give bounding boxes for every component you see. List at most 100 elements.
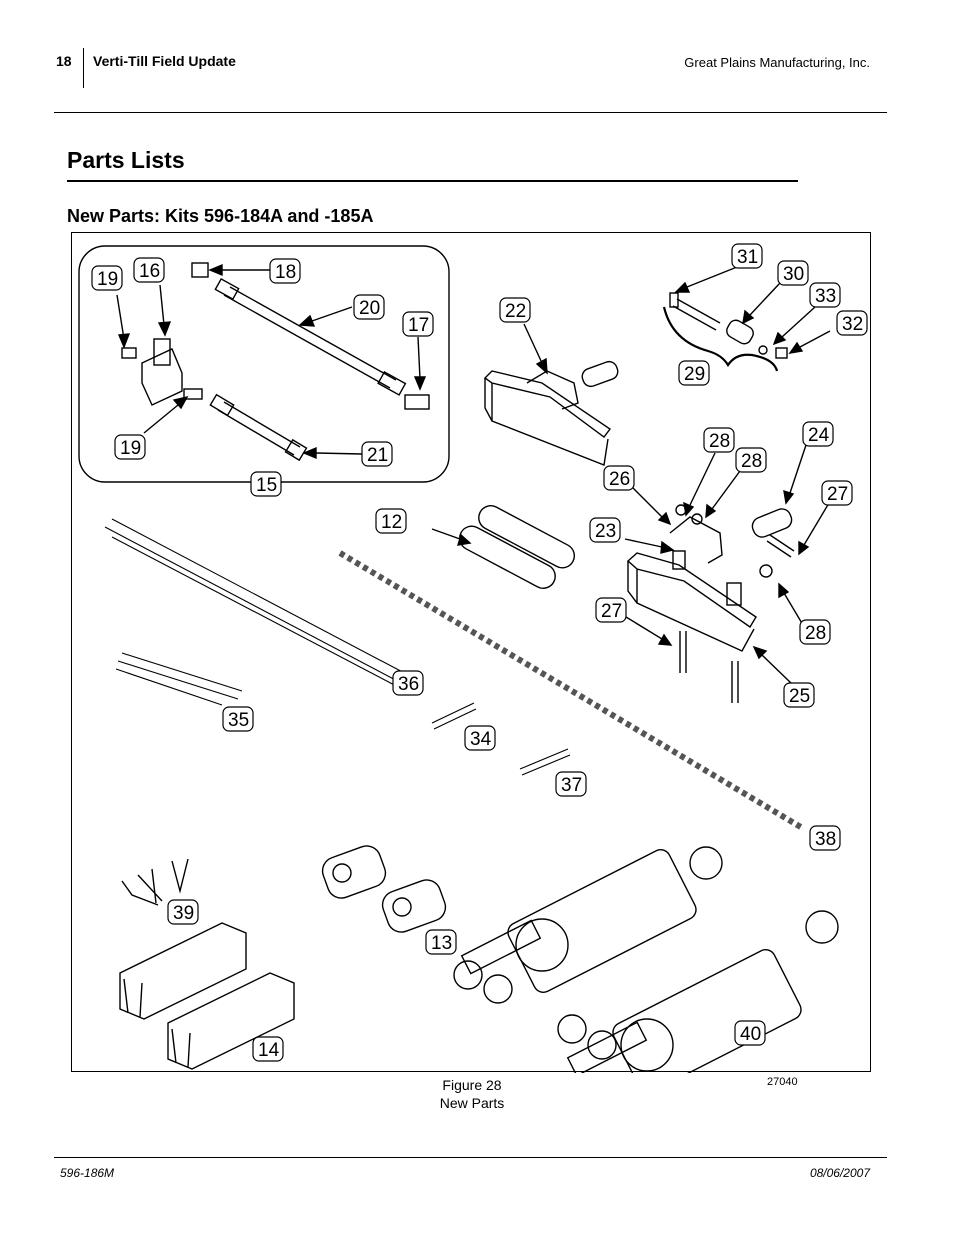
svg-text:38: 38 [815,829,836,850]
svg-text:13: 13 [431,933,452,954]
svg-text:34: 34 [470,729,492,750]
bolt-kit-29 [662,292,788,372]
callout-34: 34 [464,725,496,751]
section-title: Parts Lists [67,147,185,173]
svg-text:19: 19 [97,269,118,290]
hydraulic-cylinders-40 [453,846,839,1073]
bolts-34 [431,702,477,730]
callout-19b: 19 [114,434,146,460]
parts-illustration: 19 16 18 20 17 19 21 15 22 31 30 33 32 2… [78,243,868,1073]
svg-text:36: 36 [398,674,419,695]
leader-arrows [116,263,831,684]
callout-32: 32 [836,310,868,336]
svg-text:20: 20 [359,298,380,319]
pins-12 [458,505,576,589]
svg-text:35: 35 [228,710,249,731]
bolts-37 [519,748,571,776]
callout-19a: 19 [91,265,123,291]
svg-text:28: 28 [741,451,762,472]
svg-text:32: 32 [842,314,863,335]
callout-25: 25 [783,682,815,708]
callout-26: 26 [603,465,635,491]
callout-37: 37 [555,771,587,797]
footer-doc-number: 596-186M [60,1166,115,1180]
svg-text:37: 37 [561,775,582,796]
callout-21: 21 [361,441,393,467]
callout-22: 22 [499,297,531,323]
svg-text:22: 22 [505,301,526,322]
hydraulic-hose-21 [209,393,308,462]
callout-40: 40 [734,1020,766,1046]
callout-38: 38 [809,825,841,851]
callout-27b: 27 [595,597,627,623]
section-rule [67,180,798,182]
svg-text:30: 30 [783,264,804,285]
callout-35: 35 [222,706,254,732]
subsection-title: New Parts: Kits 596-184A and -185A [67,206,374,226]
clevis-13 [321,845,447,933]
svg-text:40: 40 [740,1024,761,1045]
figure-caption-number: Figure 28 [442,1077,502,1093]
page-number: 18 [56,53,72,69]
svg-text:18: 18 [275,262,296,283]
callout-12: 12 [375,508,407,534]
callout-24: 24 [802,421,834,447]
callout-31: 31 [731,243,763,269]
callout-36: 36 [392,670,424,696]
callout-17: 17 [402,311,434,337]
hydraulic-hose-20 [214,277,407,396]
elbow-fitting-17 [404,394,430,410]
svg-text:31: 31 [737,247,758,268]
base-plate-25 [626,504,795,703]
bolts-36 [104,518,413,690]
svg-text:28: 28 [709,431,730,452]
header-rule [54,112,887,113]
svg-text:26: 26 [609,469,630,490]
svg-text:29: 29 [684,364,705,385]
svg-text:24: 24 [808,425,830,446]
callout-39: 39 [167,899,199,925]
svg-text:17: 17 [408,315,429,336]
svg-text:27: 27 [601,601,622,622]
hitch-pins-39 [121,858,189,906]
callout-15: 15 [250,471,282,497]
company-name: Great Plains Manufacturing, Inc. [684,55,870,70]
svg-text:19: 19 [120,438,141,459]
svg-text:16: 16 [139,261,160,282]
svg-text:25: 25 [789,686,810,707]
callout-13: 13 [425,929,457,955]
svg-text:39: 39 [173,903,194,924]
footer-rule [54,1157,887,1158]
svg-text:27: 27 [827,484,848,505]
callout-30: 30 [777,260,809,286]
callout-28c: 28 [799,619,831,645]
callout-20: 20 [353,294,385,320]
callout-14: 14 [252,1036,284,1062]
svg-text:12: 12 [381,512,402,533]
parts-figure: 19 16 18 20 17 19 21 15 22 31 30 33 32 2… [71,232,871,1073]
channel-guards-14 [119,922,295,1070]
svg-text:33: 33 [815,286,836,307]
valve-block-16 [121,338,203,406]
callout-28b: 28 [735,447,767,473]
svg-text:21: 21 [367,445,388,466]
callout-labels: 19 16 18 20 17 19 21 15 22 31 30 33 32 2… [91,243,868,1062]
svg-text:15: 15 [256,475,277,496]
header-divider [83,48,84,88]
figure-caption: Figure 28 New Parts [372,1076,572,1112]
callout-16: 16 [133,257,165,283]
callout-23: 23 [589,517,621,543]
callout-33: 33 [809,282,841,308]
bolts-35 [115,652,243,706]
footer-date: 08/06/2007 [809,1166,870,1180]
callout-28a: 28 [703,427,735,453]
elbow-fitting-18 [191,262,209,278]
figure-id: 27040 [767,1076,798,1088]
callout-18: 18 [269,258,301,284]
mount-bracket-22 [483,360,619,466]
figure-caption-title: New Parts [439,1095,505,1111]
svg-text:23: 23 [595,521,616,542]
callout-27a: 27 [821,480,853,506]
svg-text:14: 14 [258,1040,280,1061]
document-title: Verti-Till Field Update [93,53,236,69]
